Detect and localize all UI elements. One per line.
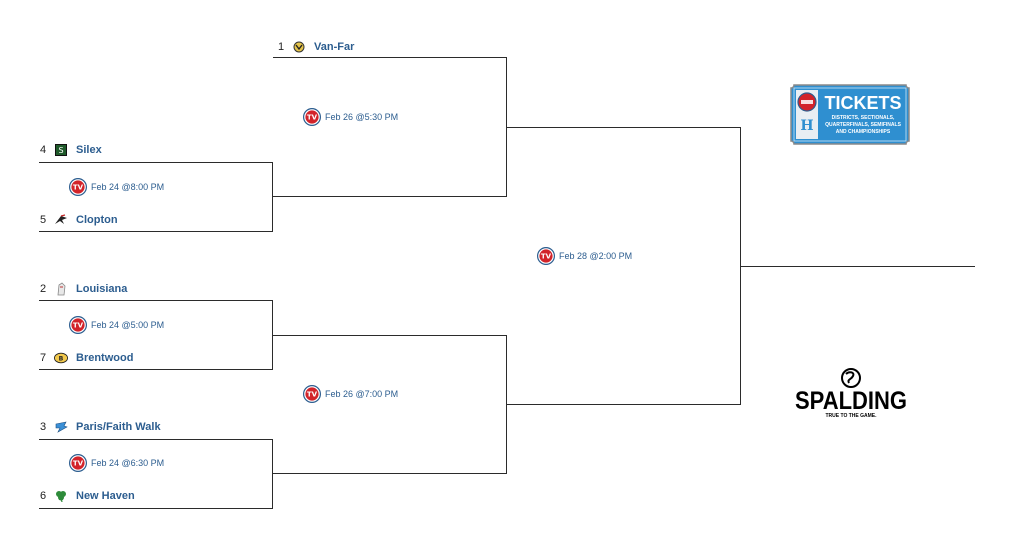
tickets-line-1: DISTRICTS, SECTIONALS, [832, 115, 895, 121]
team-name-link[interactable]: Louisiana [76, 283, 128, 295]
bracket-line-final-bottom [507, 404, 741, 405]
bracket-connector [506, 57, 507, 196]
svg-text:H: H [800, 118, 813, 134]
tickets-line-3: AND CHAMPIONSHIPS [836, 129, 891, 135]
spalding-brand-text: SPALDING [795, 387, 907, 415]
game-semifinal-2[interactable]: TV Feb 26 @7:00 PM [303, 384, 398, 404]
van-far-logo-icon [292, 40, 306, 54]
team-name-link[interactable]: Clopton [76, 214, 118, 226]
game-quarterfinal-1[interactable]: TV Feb 24 @8:00 PM [69, 177, 164, 197]
seed-number: 4 [40, 144, 47, 156]
bracket-connector [272, 439, 273, 509]
bracket-line-g2-winner [273, 335, 507, 336]
game-time: Feb 24 @6:30 PM [91, 458, 165, 468]
bracket-line-paris [39, 439, 273, 440]
game-time: Feb 28 @2:00 PM [559, 251, 633, 261]
team-entry-brentwood: 7 B Brentwood [40, 349, 133, 367]
team-name-link[interactable]: New Haven [76, 490, 135, 502]
seed-number: 6 [40, 490, 47, 502]
tickets-title: TICKETS [824, 93, 901, 113]
bracket-connector [740, 127, 741, 405]
clopton-logo-icon [54, 213, 68, 227]
team-entry-van-far: 1 Van-Far [278, 38, 354, 56]
new-haven-logo-icon [54, 489, 68, 503]
svg-text:TV: TV [307, 114, 318, 122]
silex-logo-icon: S [54, 143, 68, 157]
svg-text:B: B [59, 356, 64, 363]
game-time: Feb 24 @5:00 PM [91, 320, 165, 330]
tv-icon: TV [69, 454, 87, 472]
svg-text:TV: TV [541, 253, 552, 261]
bracket-line-louisiana [39, 300, 273, 301]
svg-text:TV: TV [73, 184, 84, 192]
svg-text:TV: TV [307, 391, 318, 399]
bracket-connector [272, 300, 273, 370]
tickets-line-2: QUARTERFINALS, SEMIFINALS [825, 122, 901, 128]
tv-icon: TV [69, 316, 87, 334]
seed-number: 2 [40, 283, 47, 295]
svg-text:S: S [58, 146, 63, 155]
bracket-line-g3-winner [273, 473, 507, 474]
bracket-line-new-haven [39, 508, 273, 509]
team-entry-louisiana: 2 Louisiana [40, 280, 127, 298]
tv-icon: TV [69, 178, 87, 196]
bracket-line-clopton [39, 231, 273, 232]
tickets-banner[interactable]: H TICKETS DISTRICTS, SECTIONALS, QUARTER… [790, 84, 910, 145]
bracket-line-brentwood [39, 369, 273, 370]
bracket-connector [506, 335, 507, 474]
tv-icon: TV [303, 108, 321, 126]
game-quarterfinal-3[interactable]: TV Feb 24 @6:30 PM [69, 453, 164, 473]
team-name-link[interactable]: Brentwood [76, 352, 134, 364]
seed-number: 5 [40, 214, 47, 226]
game-semifinal-1[interactable]: TV Feb 26 @5:30 PM [303, 107, 398, 127]
game-time: Feb 24 @8:00 PM [91, 182, 165, 192]
bracket-line-final-top [507, 127, 741, 128]
louisiana-logo-icon [54, 282, 68, 296]
spalding-logo: SPALDING TRUE TO THE GAME. [793, 368, 909, 420]
bracket-line-sf1-winner [273, 196, 507, 197]
svg-text:TV: TV [73, 460, 84, 468]
team-entry-silex: 4 S Silex [40, 141, 102, 159]
game-final[interactable]: TV Feb 28 @2:00 PM [537, 246, 632, 266]
paris-logo-icon [54, 420, 68, 434]
team-name-link[interactable]: Paris/Faith Walk [76, 421, 161, 433]
team-name-link[interactable]: Silex [76, 144, 102, 156]
team-entry-new-haven: 6 New Haven [40, 487, 135, 505]
game-quarterfinal-2[interactable]: TV Feb 24 @5:00 PM [69, 315, 164, 335]
brentwood-logo-icon: B [54, 351, 68, 365]
seed-number: 3 [40, 421, 47, 433]
tv-icon: TV [303, 385, 321, 403]
bracket-line-van-far [273, 57, 507, 58]
game-time: Feb 26 @7:00 PM [325, 389, 399, 399]
bracket-line-silex [39, 162, 273, 163]
bracket-line-champion [741, 266, 975, 267]
spalding-tagline: TRUE TO THE GAME. [825, 413, 877, 419]
seed-number: 1 [278, 41, 285, 53]
seed-number: 7 [40, 352, 47, 364]
team-entry-paris: 3 Paris/Faith Walk [40, 418, 161, 436]
tv-icon: TV [537, 247, 555, 265]
team-name-link[interactable]: Van-Far [314, 41, 355, 53]
svg-text:TV: TV [73, 322, 84, 330]
game-time: Feb 26 @5:30 PM [325, 112, 399, 122]
team-entry-clopton: 5 Clopton [40, 211, 118, 229]
bracket-connector [272, 162, 273, 232]
